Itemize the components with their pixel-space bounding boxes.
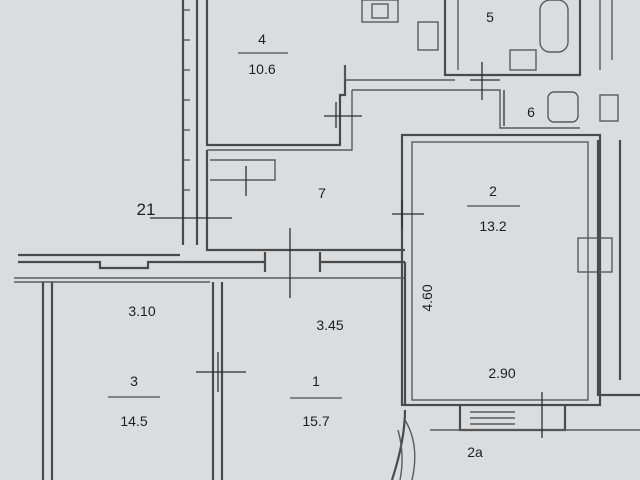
room-1-label: 1 15.7 (290, 373, 342, 429)
room-area: 10.6 (248, 61, 275, 77)
fixture-stove (371, 3, 389, 19)
fixture-right-sink (599, 94, 619, 122)
room-2a-number: 2а (467, 444, 483, 460)
room-21-number: 21 (137, 200, 156, 219)
room-5-number: 5 (486, 9, 494, 25)
room-2-label: 2 13.2 (467, 183, 520, 234)
room-number: 4 (258, 31, 266, 47)
room-area: 14.5 (120, 413, 147, 429)
fixture-counter (417, 21, 439, 51)
room-number: 1 (312, 373, 320, 389)
room-number: 3 (130, 373, 138, 389)
room-6-number: 6 (527, 104, 535, 120)
dimension-2-90: 2.90 (488, 365, 515, 381)
room-3-label: 3 14.5 (108, 373, 160, 429)
walls (14, 0, 640, 480)
door-marks (150, 62, 543, 438)
fixtures (361, 0, 619, 123)
dimension-3-10: 3.10 (128, 303, 155, 319)
room-7-number: 7 (318, 185, 326, 201)
fixture-bathtub (539, 0, 569, 53)
fixture-toilet (509, 49, 537, 71)
room-area: 13.2 (479, 218, 506, 234)
dimension-3-45: 3.45 (316, 317, 343, 333)
room-number: 2 (489, 183, 497, 199)
room-4-label: 4 10.6 (238, 31, 288, 77)
fixture-toilet-6 (547, 91, 579, 123)
fixture-sink (361, 0, 399, 23)
dimension-4-60: 4.60 (419, 284, 435, 311)
room-area: 15.7 (302, 413, 329, 429)
